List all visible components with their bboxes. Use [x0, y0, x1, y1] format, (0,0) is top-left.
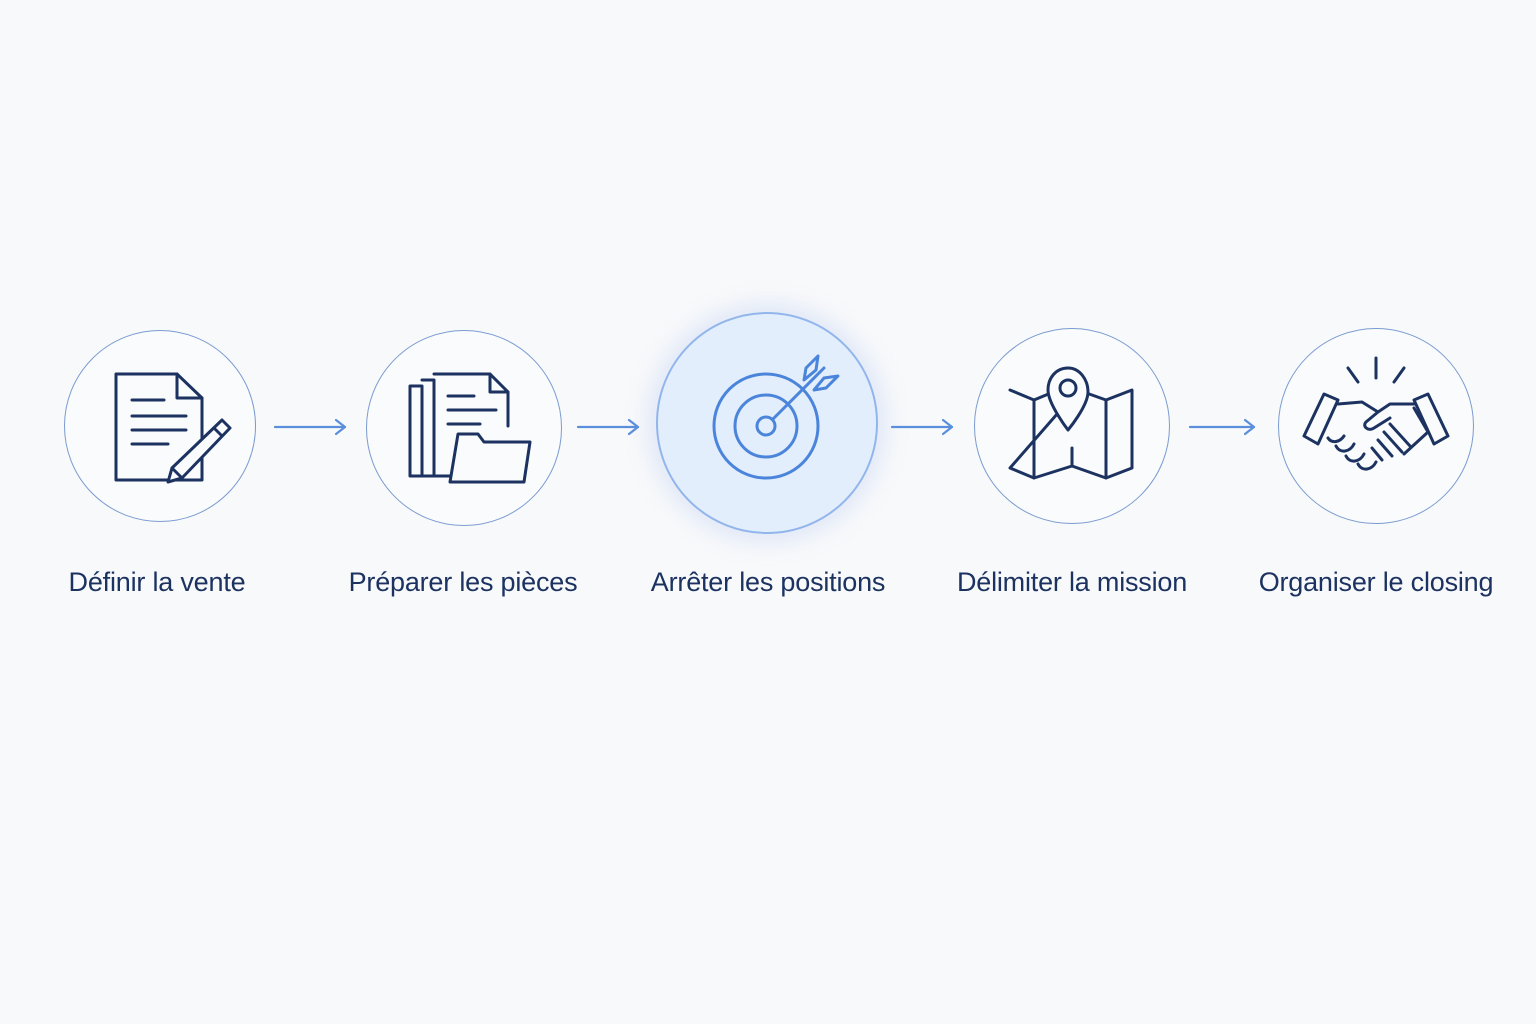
- step-circle-1: [64, 330, 256, 522]
- step-circle-2: [366, 330, 562, 526]
- handshake-icon: [1302, 356, 1450, 471]
- step-circle-3-active: [656, 312, 878, 534]
- step-label-4: Délimiter la mission: [956, 567, 1188, 597]
- step-circle-5: [1278, 328, 1474, 524]
- step-label-2: Préparer les pièces: [348, 567, 578, 597]
- arrow-right-icon: [1188, 418, 1256, 436]
- step-label-1: Définir la vente: [68, 567, 246, 597]
- step-circle-4: [974, 328, 1170, 524]
- document-pencil-icon: [114, 372, 232, 484]
- arrow-right-icon: [890, 418, 954, 436]
- map-pin-icon: [1008, 366, 1134, 480]
- step-label-3: Arrêter les positions: [650, 567, 886, 597]
- step-label-5: Organiser le closing: [1258, 567, 1494, 597]
- arrow-right-icon: [576, 418, 640, 436]
- documents-folder-icon: [408, 372, 532, 484]
- arrow-right-icon: [273, 418, 347, 436]
- target-arrow-icon: [712, 354, 840, 480]
